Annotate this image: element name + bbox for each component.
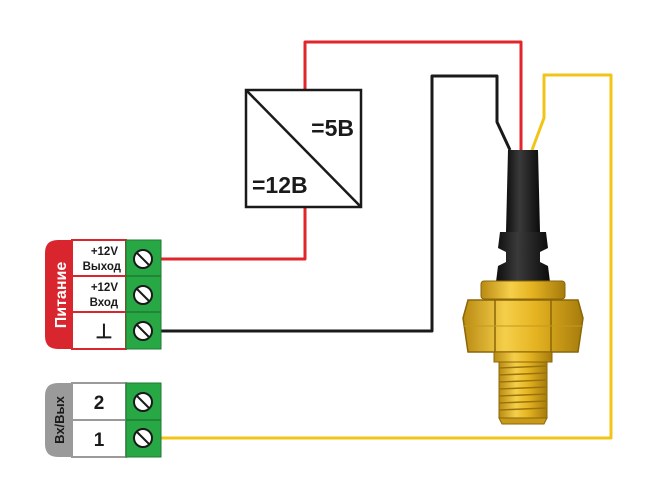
power-label-panel — [71, 239, 127, 350]
io-pin-1-label: 1 — [94, 430, 105, 451]
io-side-tab — [45, 383, 72, 457]
power-side-label: Питание — [53, 262, 70, 329]
screw-power-in[interactable] — [133, 285, 153, 305]
wire-red-12v — [161, 207, 307, 261]
wire-red-5v — [303, 40, 523, 150]
io-terminal-block: Вх/Вых 2 1 — [45, 382, 162, 458]
thread-lines — [498, 365, 548, 411]
power-in-line2: Вход — [90, 297, 119, 309]
power-out-line1: +12V — [91, 246, 119, 258]
sensor-neck — [493, 351, 553, 363]
pressure-sensor — [462, 150, 584, 425]
io-side-label: Вх/Вых — [52, 395, 67, 444]
converter-diagonal — [245, 89, 362, 208]
sensor-connector — [496, 232, 550, 282]
power-side-tab — [45, 240, 72, 349]
wire-black-ground — [161, 74, 512, 333]
voltage-converter: =5В =12В — [244, 88, 363, 209]
wire-yellow-signal — [161, 73, 613, 440]
converter-input-label: =12В — [252, 172, 308, 198]
sensor-collar — [480, 280, 566, 300]
sensor-cable — [506, 150, 540, 232]
power-in-line1: +12V — [91, 282, 119, 294]
screw-ground[interactable] — [133, 321, 153, 341]
sensor-tip — [498, 417, 548, 425]
screw-io-1[interactable] — [133, 428, 153, 448]
power-terminal-block: Питание +12V Выход +12V Вход ⊥ — [45, 239, 162, 350]
ground-symbol: ⊥ — [95, 321, 112, 343]
screw-io-2[interactable] — [133, 392, 153, 412]
converter-output-label: =5В — [311, 115, 354, 141]
screw-power-out[interactable] — [133, 249, 153, 269]
power-out-line2: Выход — [83, 261, 122, 273]
wires — [161, 40, 613, 440]
io-pin-2-label: 2 — [94, 393, 105, 414]
